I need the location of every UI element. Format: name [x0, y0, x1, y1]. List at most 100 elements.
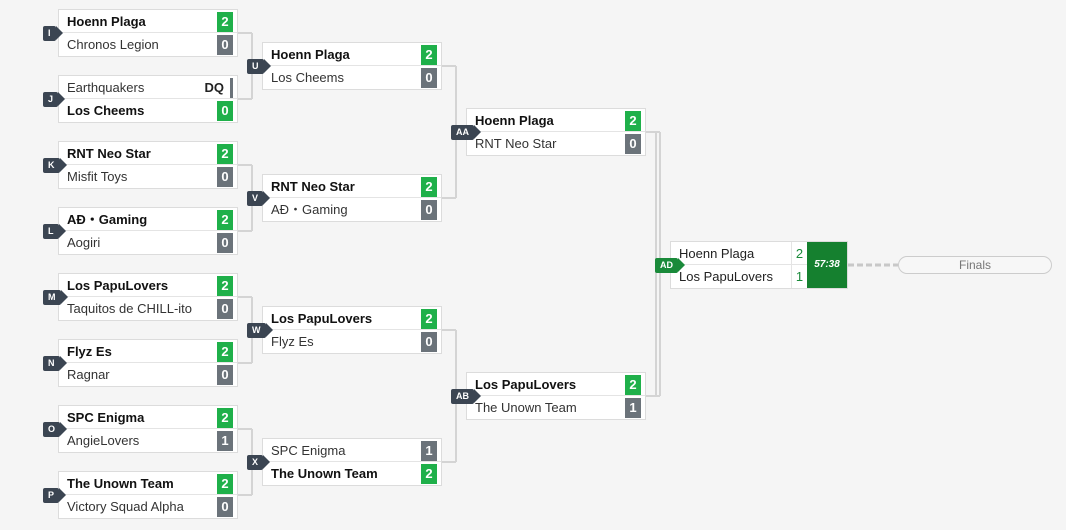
- team-row[interactable]: RNT Neo Star 2: [263, 175, 441, 198]
- team-name: Taquitos de CHILL-ito: [67, 301, 193, 316]
- match-label-V[interactable]: V: [247, 191, 271, 206]
- team-score: 2: [217, 276, 233, 296]
- match-label-AD[interactable]: AD: [655, 258, 685, 273]
- team-name: Hoenn Plaga: [271, 47, 350, 62]
- match-label-P[interactable]: P: [43, 488, 67, 503]
- match-label-O[interactable]: O: [43, 422, 68, 437]
- team-score: 0: [217, 101, 233, 121]
- match-label-L[interactable]: L: [43, 224, 65, 239]
- match-label-W[interactable]: W: [247, 323, 272, 338]
- team-row[interactable]: Hoenn Plaga 2: [263, 43, 441, 66]
- team-name: SPC Enigma: [67, 410, 145, 425]
- team-score: 0: [625, 134, 641, 154]
- finals-button[interactable]: Finals: [898, 256, 1052, 274]
- team-name: Los PapuLovers: [67, 278, 169, 293]
- team-score: 0: [217, 35, 233, 55]
- team-row[interactable]: The Unown Team 1: [467, 396, 645, 419]
- team-score: 1: [791, 265, 807, 288]
- match-label-AA[interactable]: AA: [451, 125, 481, 140]
- match-label-I[interactable]: I: [43, 26, 62, 41]
- team-name: AngieLovers: [67, 433, 140, 448]
- team-row[interactable]: RNT Neo Star 2: [59, 142, 237, 165]
- team-score: 2: [421, 177, 437, 197]
- team-name: RNT Neo Star: [67, 146, 151, 161]
- team-name: RNT Neo Star: [475, 136, 557, 151]
- team-name: Flyz Es: [271, 334, 314, 349]
- team-row[interactable]: AngieLovers 1: [59, 429, 237, 452]
- team-row[interactable]: Los PapuLovers 2: [59, 274, 237, 297]
- team-name: Misfit Toys: [67, 169, 128, 184]
- match-label-K[interactable]: K: [43, 158, 66, 173]
- team-score: 2: [217, 12, 233, 32]
- team-name: Los PapuLovers: [475, 377, 577, 392]
- team-name: AÐ・Gaming: [271, 202, 348, 217]
- team-name: SPC Enigma: [271, 443, 346, 458]
- team-score: DQ: [205, 78, 233, 98]
- team-score: 1: [217, 431, 233, 451]
- team-score: 0: [217, 497, 233, 517]
- match-card-AD[interactable]: Hoenn Plaga 2 Los PapuLovers 1 57:38: [670, 241, 848, 289]
- team-score: 2: [421, 464, 437, 484]
- match-label-J[interactable]: J: [43, 92, 66, 107]
- team-row[interactable]: RNT Neo Star 0: [467, 132, 645, 155]
- match-label-M[interactable]: M: [43, 290, 67, 305]
- match-label-AB[interactable]: AB: [451, 389, 481, 404]
- match-label-N[interactable]: N: [43, 356, 66, 371]
- team-score: 2: [625, 111, 641, 131]
- team-score: 1: [625, 398, 641, 418]
- final-team-row-1[interactable]: Hoenn Plaga 2: [671, 242, 807, 265]
- team-name: Ragnar: [67, 367, 110, 382]
- match-label-X[interactable]: X: [247, 455, 271, 470]
- team-name: AÐ・Gaming: [67, 212, 148, 227]
- match-label-U[interactable]: U: [247, 59, 270, 74]
- team-name: Los Cheems: [271, 70, 344, 85]
- team-score: 0: [217, 365, 233, 385]
- team-score: 2: [421, 45, 437, 65]
- team-score: 2: [791, 242, 807, 265]
- team-name: Los PapuLovers: [271, 311, 373, 326]
- team-row[interactable]: Los Cheems 0: [59, 99, 237, 122]
- team-score: 2: [217, 342, 233, 362]
- team-name: The Unown Team: [475, 400, 577, 415]
- final-team-row-2[interactable]: Los PapuLovers 1: [671, 265, 807, 288]
- match-time-badge: 57:38: [807, 242, 847, 288]
- team-name: RNT Neo Star: [271, 179, 355, 194]
- team-score: 2: [217, 144, 233, 164]
- team-name: Los Cheems: [67, 103, 145, 118]
- team-row[interactable]: Ragnar 0: [59, 363, 237, 386]
